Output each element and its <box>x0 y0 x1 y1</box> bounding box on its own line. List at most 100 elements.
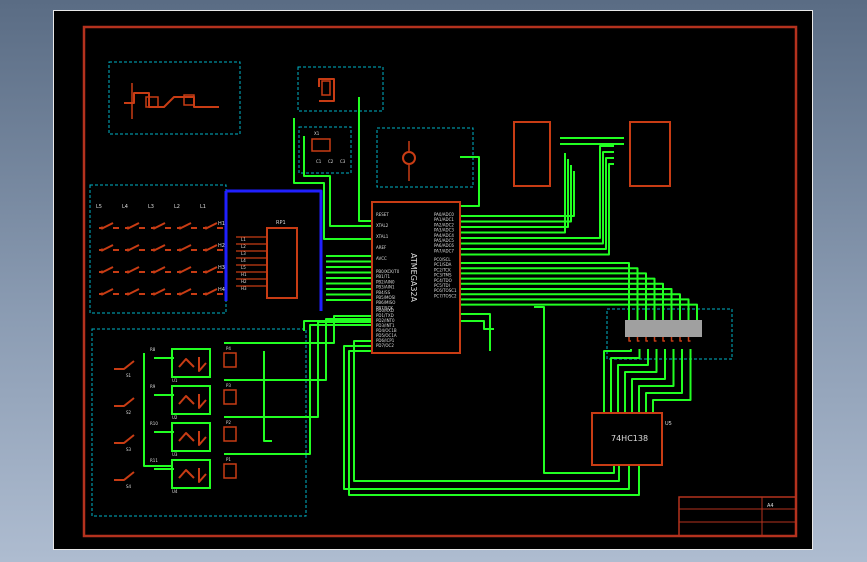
mcu-pin-label-pd: PD5/OC1A <box>376 333 397 338</box>
mcu-pin-label-pd: PD4/OC1B <box>376 328 397 333</box>
opto-led <box>178 469 195 479</box>
bus-keypad <box>226 189 323 311</box>
mcu-pin-label-pa: PA1/ADC1 <box>434 217 454 222</box>
mcu-pin-label-pc: PC5/TDI <box>434 283 450 288</box>
wire-usb-left <box>460 153 566 234</box>
wire-relay-common <box>143 353 172 467</box>
power-trace <box>124 92 219 108</box>
wire-reset <box>358 97 372 222</box>
opto-led <box>178 395 195 405</box>
keypad-node <box>126 226 130 230</box>
schematic-svg: A4 PB0/XCK/T0PB1/T1PB2/AIN0PB3/AIN1PB4/S… <box>82 25 798 538</box>
mcu-pin-label-pb: PB4/SS <box>376 290 391 295</box>
keypad-node <box>100 292 104 296</box>
components: PB0/XCK/T0PB1/T1PB2/AIN0PB3/AIN1PB4/SSPB… <box>96 80 699 494</box>
wire-xtal <box>303 136 372 227</box>
mcu-pin-label-pa: PA5/ADC5 <box>434 238 454 243</box>
usb-module-right <box>629 121 671 187</box>
connector-pin <box>679 337 682 342</box>
wire-decoder-return <box>348 350 640 496</box>
mcu-pin-label-pb: PB0/XCK/T0 <box>376 269 400 274</box>
relay-coil <box>223 352 237 368</box>
mcu-pin-label-pa: PA0/ADC0 <box>434 212 454 217</box>
boundary-power <box>108 61 241 135</box>
wire-relay-ctrl <box>224 318 372 381</box>
mcu-pin-label-pc: PC4/TDO <box>434 278 452 283</box>
opto-coupler-outline <box>171 459 211 489</box>
opto-led <box>178 432 195 442</box>
crystal-ref: X1 <box>314 131 320 136</box>
relay-switch <box>114 360 135 370</box>
wire-decoder-input <box>617 349 649 413</box>
switch-ref: S4 <box>126 484 132 489</box>
wire-decoder-enable <box>534 306 615 474</box>
opto-resistor-ref: R9 <box>150 384 156 389</box>
title-block <box>678 496 797 537</box>
opto-coupler-outline <box>171 385 211 415</box>
boundary-buzzer <box>376 127 474 188</box>
resistor-pack-pin-label: H2 <box>241 279 247 284</box>
relay-ref: P2 <box>226 420 231 425</box>
wire-buzzer <box>460 156 480 207</box>
capacitor-ref: C1 <box>316 159 322 164</box>
mcu-pin-label-pc: PC7/TOSC2 <box>434 293 457 298</box>
keypad-node <box>126 248 130 252</box>
mcu-pin-label-pd: PD3/INT1 <box>376 323 395 328</box>
mcu-pin-label-pb: PB7/SCK <box>376 305 393 310</box>
boundary-reset <box>297 66 384 112</box>
connector-pin <box>670 337 674 342</box>
mcu-part: ATMEGA32A <box>409 253 418 303</box>
keypad-node <box>178 270 182 274</box>
title-block-size: A4 <box>767 503 774 509</box>
relay-ref: P4 <box>226 346 231 351</box>
wire-connector <box>460 272 647 337</box>
opto-resistor-ref: R11 <box>150 458 158 463</box>
regulator-body <box>145 96 159 108</box>
mcu-pin-label-misc: AVCC <box>376 256 387 261</box>
keypad-node <box>178 226 182 230</box>
wire-usb-right <box>460 145 614 239</box>
connector-pin <box>645 337 648 342</box>
connector-pin <box>662 337 665 342</box>
wire-usb-right <box>460 157 614 250</box>
mcu-pin-label-misc: AREF <box>376 245 387 250</box>
mcu-pin-label-pa: PA4/ADC4 <box>434 233 454 238</box>
decoder-ref: U5 <box>665 421 672 427</box>
keypad-node <box>152 270 156 274</box>
wire-relay-ctrl <box>224 324 372 455</box>
crystal-body <box>311 138 331 152</box>
mcu-pin-label-misc: XTAL2 <box>376 223 389 228</box>
wire-connector <box>460 267 639 337</box>
wire-usb-left <box>460 159 569 228</box>
keypad-node <box>204 292 208 296</box>
boundary-connector <box>606 308 733 360</box>
mcu-pin-label-pa: PA2/ADC2 <box>434 222 454 227</box>
resistor-pack-ref: RP1 <box>276 220 286 226</box>
mcu-body <box>371 201 461 354</box>
wire-usb-left <box>460 165 572 223</box>
capacitor-ref: C2 <box>328 159 334 164</box>
wire-decoder-input <box>652 349 692 413</box>
wire-aref <box>460 320 494 330</box>
wire-decoder-input <box>624 349 658 413</box>
regulator-body <box>183 94 195 106</box>
relay-coil <box>223 389 237 405</box>
connector-pin <box>687 337 691 342</box>
relay-coil <box>223 426 237 442</box>
boundary-clock <box>298 126 352 174</box>
resistor-pack-pin-label: H3 <box>241 286 247 291</box>
mcu-pin-label-pc: PC0/SCL <box>434 257 451 262</box>
opto-coupler-outline <box>171 348 211 378</box>
mcu-pin-label-pb: PB3/AIN1 <box>376 285 395 290</box>
mcu-pin-label-pb: PB1/T1 <box>376 274 390 279</box>
wire-connector <box>460 277 656 337</box>
wire-connector <box>460 282 664 337</box>
wire-relay-common <box>263 351 272 442</box>
keypad-node <box>178 292 182 296</box>
opto-ref: U2 <box>172 415 178 420</box>
keypad-node <box>204 248 208 252</box>
switch-ref: S1 <box>126 373 132 378</box>
opto-transistor <box>198 357 207 372</box>
keypad-row-label: H3 <box>218 265 225 271</box>
decoder-body <box>591 412 663 466</box>
